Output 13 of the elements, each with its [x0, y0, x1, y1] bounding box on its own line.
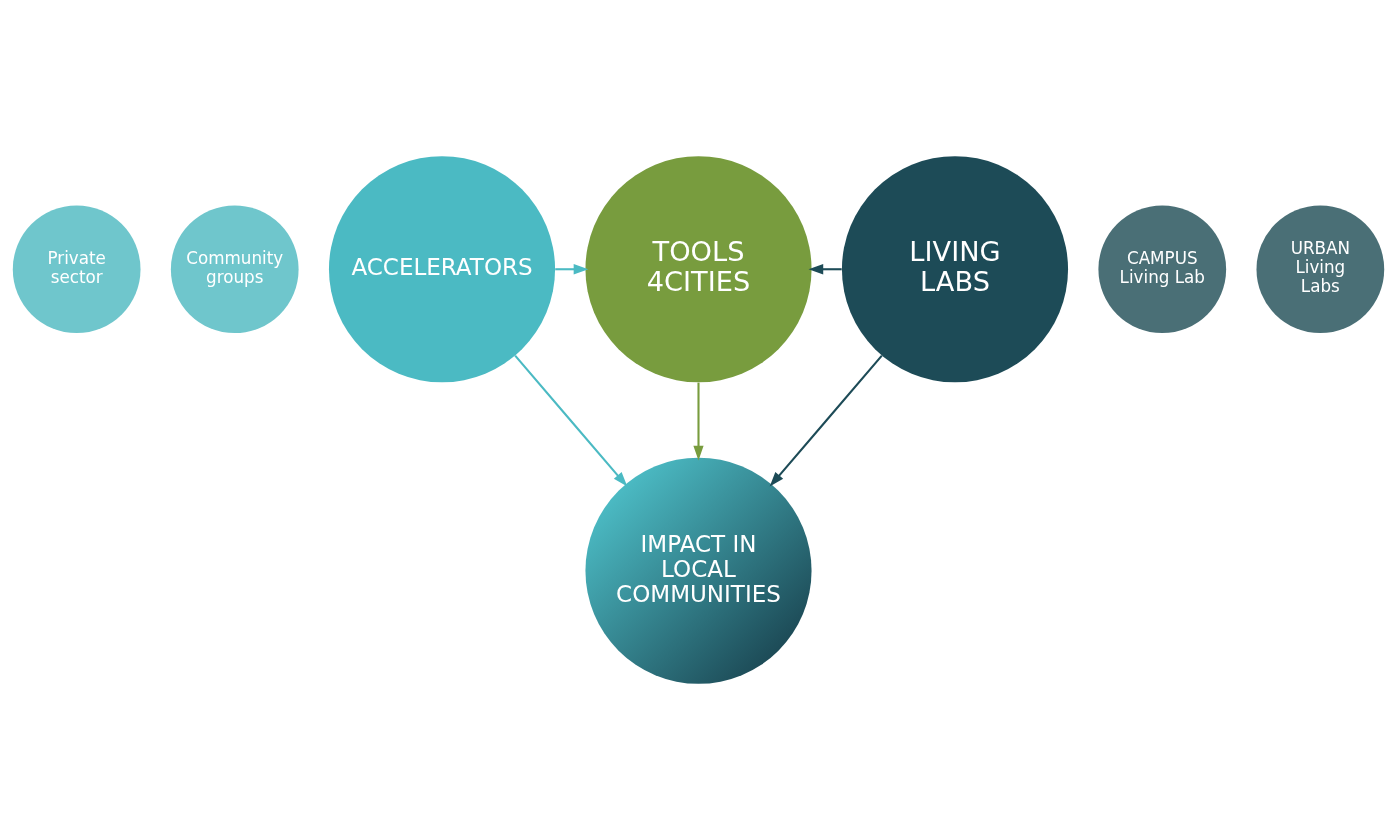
node-circle: ACCELERATORS: [328, 155, 556, 382]
arrow: [555, 263, 589, 274]
arrow: [808, 263, 842, 274]
arrow: [514, 354, 628, 487]
node-circle: IMPACT IN LOCAL COMMUNITIES: [585, 457, 812, 684]
node-circle: CAMPUS Living Lab: [1098, 204, 1227, 333]
arrow: [693, 382, 704, 460]
arrow: [769, 354, 883, 487]
node-circle: LIVING LABS: [841, 155, 1069, 382]
node-circle: URBAN Living Labs: [1256, 204, 1385, 333]
node-circle: Community groups: [170, 204, 299, 333]
node-circle: TOOLS 4CITIES: [585, 155, 812, 382]
node-circle: Private sector: [12, 204, 141, 333]
